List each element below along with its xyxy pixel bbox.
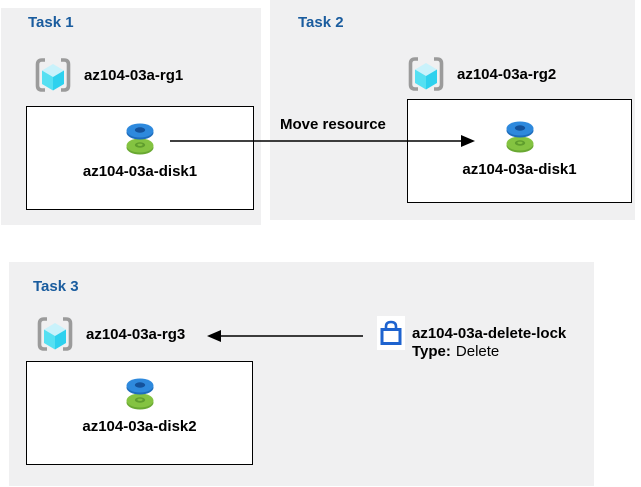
task3-resource-group-label: az104-03a-rg3 [86,325,186,343]
task1-title: Task 1 [28,14,74,31]
task2-resource-group: az104-03a-rg2 [406,54,556,94]
disk-icon [126,123,154,155]
task2-resource-label: az104-03a-disk1 [462,161,577,178]
task3-title: Task 3 [33,278,79,295]
task2-resource-box: az104-03a-disk1 [407,99,632,203]
resource-group-icon [37,317,73,351]
task1-resource-group: az104-03a-rg1 [33,55,183,95]
disk-icon [126,378,153,410]
lock-icon [380,320,402,345]
lock-type-label: Type: [412,343,451,360]
task3-resource-label: az104-03a-disk2 [82,418,197,435]
resource-group-icon [408,57,444,91]
task1-resource-label: az104-03a-disk1 [82,163,198,180]
lock-chip [377,316,405,350]
task3-resource-box: az104-03a-disk2 [26,361,253,465]
task2-title: Task 2 [298,14,344,31]
task2-resource-group-label: az104-03a-rg2 [457,65,557,83]
lock-type-value: Delete [455,343,500,360]
lock-type-line: Type:Delete [412,343,499,360]
disk-icon [506,121,533,153]
move-resource-label: Move resource [280,116,386,133]
resource-group-icon [35,58,71,92]
lock-name-label: az104-03a-delete-lock [412,325,567,342]
task3-resource-group: az104-03a-rg3 [35,314,185,354]
task1-resource-box: az104-03a-disk1 [26,106,254,210]
task1-resource-group-label: az104-03a-rg1 [84,66,184,84]
